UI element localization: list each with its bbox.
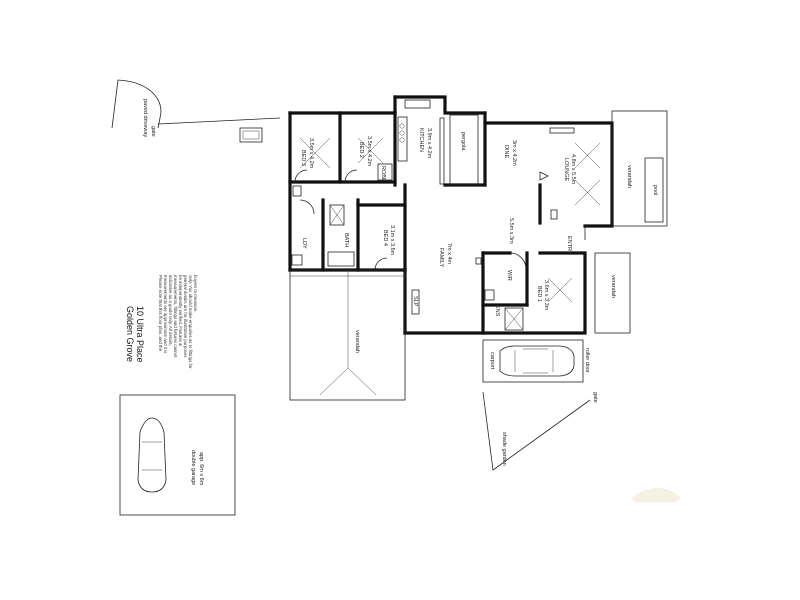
garden-shed — [239, 127, 263, 143]
bed4-name: BED 4 — [382, 230, 388, 246]
double-garage: double garage app. 6m x 6m — [119, 394, 236, 516]
entry: ENTRY — [566, 226, 586, 255]
disclaimer-line-1: Please note that this floor plan, and th… — [158, 275, 163, 352]
shade-garden: shade garden — [482, 391, 591, 471]
disclaimer-line-2: measurements are approximate and it is — [163, 275, 168, 354]
ldy-label: LDY — [301, 238, 307, 249]
disclaimer-line-7: only. You should make enquiries as to fi… — [188, 275, 193, 369]
entry-label: ENTRY — [566, 236, 572, 255]
room-dine: DINE 3m x 4.2m — [503, 140, 549, 181]
dine-name: DINE — [503, 145, 509, 158]
slp-label: SLP — [412, 296, 418, 307]
lounge-size: 4.8m x 5.5m — [570, 154, 576, 185]
garage-size: app. 6m x 6m — [198, 452, 204, 486]
room-bed1: BED 1 3.6m x 3.3m WIR ENS — [484, 252, 573, 331]
gate-label-top: gate — [150, 126, 156, 137]
pool-label: pool — [652, 185, 658, 195]
disclaimer-line-8: buyers to measure. — [193, 275, 198, 313]
room-bed3: BED 3 3.5m x 4.2m — [292, 137, 331, 197]
address-line1: 10 Ultra Place — [135, 306, 145, 363]
carport: carport roller door gate — [482, 339, 598, 403]
disclaimer-line-3: indicative as a guide only. All details, — [168, 275, 173, 346]
garage-name: double garage — [190, 450, 196, 485]
room-bed4: BED 4 3.1m x 3.6m — [374, 225, 395, 271]
room-family: FAMILY 7m x 4m 5.5m x 3m SLP — [411, 218, 514, 315]
ens-label: ENS — [494, 305, 500, 317]
house-walls — [288, 95, 614, 335]
lounge-name: LOUNGE — [563, 158, 569, 182]
side-verandah: verandah — [594, 252, 631, 334]
kitchen-size: 3.9m x 4.2m — [426, 128, 432, 159]
paved-driveway: paved driveway gate — [111, 79, 281, 137]
hall-size: 5.5m x 3m — [508, 218, 514, 244]
room-kitchen: KITCHEN 3.9m x 4.2m — [397, 99, 445, 185]
verandah-right-top-label: verandah — [626, 165, 632, 188]
bed3-size: 3.5m x 4.2m — [308, 138, 314, 169]
carport-label: carport — [489, 352, 495, 370]
address-line2: Golden Grove — [125, 306, 135, 362]
bed2-name: BED 2 — [358, 142, 364, 158]
bed3-name: BED 3 — [300, 150, 306, 166]
room-laundry: LDY — [291, 199, 315, 266]
lower-verandah: verandah — [289, 269, 406, 401]
gate-label-carport: gate — [592, 392, 598, 403]
room-bed2: BED 2 3.5m x 4.2m ROBE — [344, 136, 393, 183]
kitchen-name: KITCHEN — [418, 128, 424, 152]
bed1-name: BED 1 — [536, 286, 542, 302]
watermark-logo — [631, 487, 681, 503]
bed2-size: 3.5m x 4.2m — [366, 136, 372, 167]
bed1-size: 3.6m x 3.3m — [543, 280, 549, 311]
shade-garden-label: shade garden — [501, 432, 507, 466]
disclaimer-line-4: measurements, fittings and fixtures cann… — [173, 275, 178, 358]
pergola-label: pergola — [460, 132, 466, 151]
right-verandah: verandah pool — [611, 110, 668, 227]
bed2-robe: ROBE — [380, 166, 386, 182]
disclaimer-block: Please note that this floor plan, and th… — [158, 275, 198, 369]
paved-driveway-label: paved driveway — [142, 99, 148, 137]
bath-label: BATH — [343, 233, 349, 247]
room-bath: BATH — [327, 204, 355, 267]
verandah-lower-label: verandah — [354, 330, 360, 353]
family-size: 7m x 4m — [446, 243, 452, 265]
bed4-size: 3.1m x 3.6m — [389, 225, 395, 256]
wir-label: WIR — [506, 270, 512, 281]
pergola: pergola — [449, 114, 479, 186]
disclaimer-line-6: general details are for illustrative pur… — [183, 275, 188, 358]
roller-door-label: roller door — [584, 348, 590, 373]
verandah-right-label: verandah — [610, 275, 616, 298]
dine-size: 3m x 4.2m — [511, 140, 517, 166]
disclaimer-line-5: be independently verified. Fixtures & — [178, 275, 183, 346]
family-name: FAMILY — [438, 248, 444, 267]
room-lounge: LOUNGE 4.8m x 5.5m — [549, 127, 601, 220]
address-block: 10 Ultra Place Golden Grove — [125, 306, 145, 363]
